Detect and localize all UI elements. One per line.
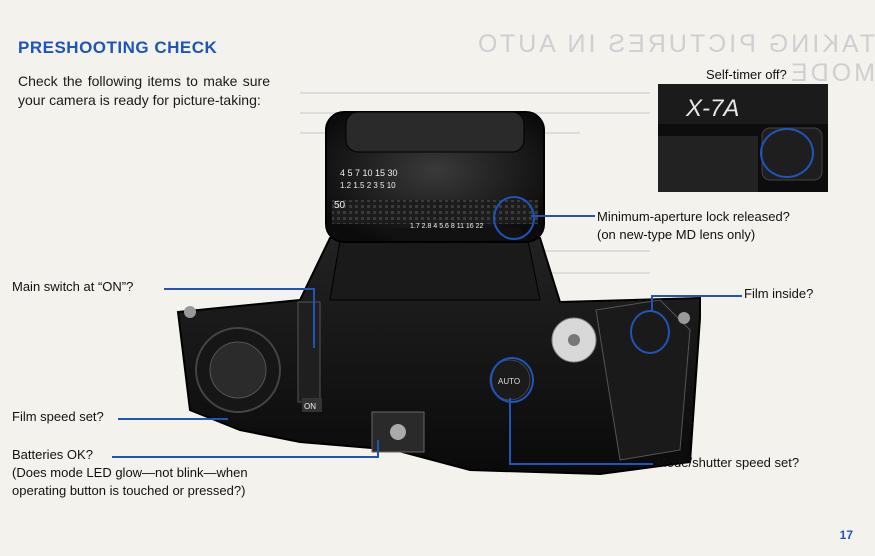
main-switch-slider	[297, 301, 321, 403]
leader-mode-shutter	[509, 463, 653, 465]
on-label: ON	[304, 402, 316, 411]
callout-batteries-note-1: (Does mode LED glow—not blink—when	[12, 465, 248, 480]
hot-shoe-contact	[390, 424, 406, 440]
leader-film-inside-drop	[651, 295, 653, 311]
shutter-button-center	[568, 334, 580, 346]
leader-mode-drop	[509, 398, 511, 464]
callout-min-aperture-note: (on new-type MD lens only)	[597, 227, 756, 242]
print-through-line	[300, 92, 650, 94]
lens-focal-length: 50	[334, 200, 346, 211]
on-label-plate	[302, 398, 322, 412]
lens-distance-scale-top: 4 5 7 10 15 30	[340, 168, 398, 178]
page-title: PRESHOOTING CHECK	[18, 38, 218, 57]
model-badge: X-7A	[685, 95, 739, 122]
strap-lug-right	[678, 312, 690, 324]
leader-batteries	[112, 456, 378, 458]
lens-aperture-scale: 1.7 2.8 4 5.6 8 11 16 22	[410, 223, 484, 230]
callout-batteries-note-2: operating button is touched or pressed?)	[12, 483, 246, 498]
min-aperture-lock-ring	[493, 196, 535, 240]
callout-film-inside: Film inside?	[744, 286, 814, 301]
callout-main-switch: Main switch at “ON”?	[12, 279, 134, 294]
aperture-ring	[392, 228, 528, 240]
prism-housing	[329, 239, 541, 301]
lens-distance-scale-bottom: 1.2 1.5 2 3 5 10	[340, 181, 396, 190]
leader-main-switch	[164, 288, 314, 290]
callout-mode-shutter: Mode/shutter speed set?	[656, 455, 800, 470]
rewind-knob-center	[209, 341, 267, 399]
leader-film-inside	[652, 295, 742, 297]
callout-batteries: Batteries OK?	[12, 447, 93, 462]
callout-self-timer: Self-timer off?	[706, 67, 787, 82]
leader-min-aperture	[531, 215, 595, 217]
callout-film-speed: Film speed set?	[12, 409, 104, 424]
callout-min-aperture: Minimum-aperture lock released?	[597, 209, 790, 224]
strap-lug-left	[184, 306, 196, 318]
leader-main-switch-drop	[313, 288, 315, 348]
page-number: 17	[839, 528, 853, 542]
film-inside-ring	[630, 310, 670, 354]
auto-dial-ring	[490, 357, 534, 403]
intro-paragraph: Check the following items to make sure y…	[18, 73, 270, 108]
leader-film-speed	[118, 418, 228, 420]
leader-batteries-rise	[377, 440, 379, 458]
self-timer-ring	[760, 128, 814, 178]
lens-front-ring	[345, 111, 525, 153]
grip-texture	[658, 136, 758, 192]
